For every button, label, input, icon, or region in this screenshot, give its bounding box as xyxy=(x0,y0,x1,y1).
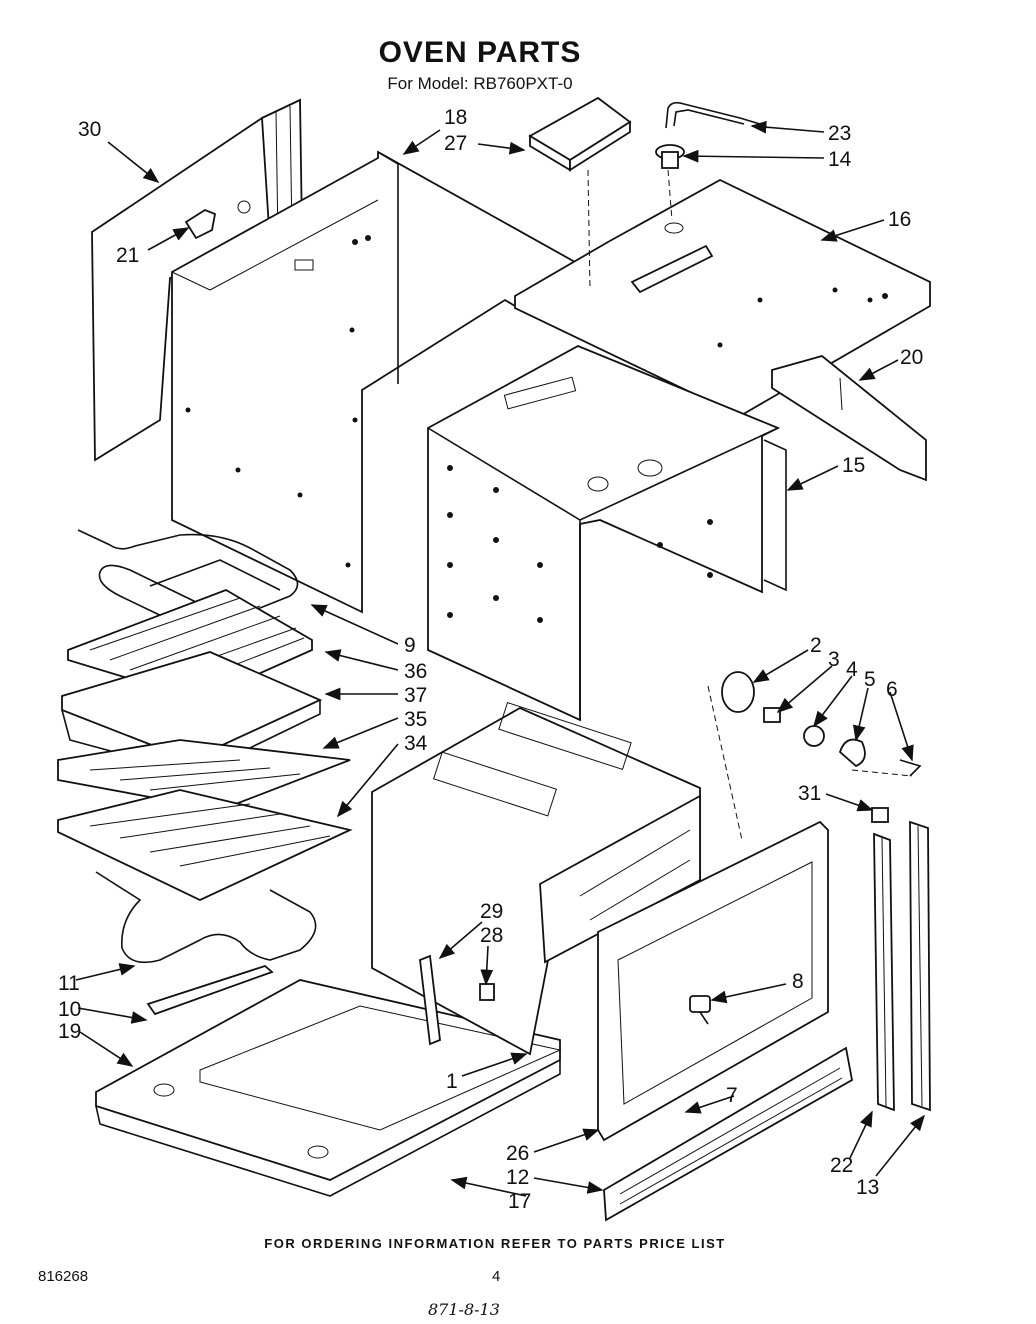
part-34-oven-rack xyxy=(57,789,353,901)
part-8-sensor xyxy=(689,995,711,1025)
callout-9: 9 xyxy=(404,634,416,657)
callout-13: 13 xyxy=(856,1176,879,1199)
callout-37: 37 xyxy=(404,684,427,707)
part-27-junction-box xyxy=(528,96,632,172)
callout-23: 23 xyxy=(828,122,851,145)
part-12-kick-panel xyxy=(603,1046,854,1222)
callout-34: 34 xyxy=(404,732,428,755)
document-number: 816268 xyxy=(38,1268,89,1285)
part-14-grommet xyxy=(655,144,685,169)
model-subtitle: For Model: RB760PXT-0 xyxy=(387,74,573,93)
part-3-light-socket xyxy=(763,707,781,723)
handwritten-note: 871-8-13 xyxy=(428,1300,500,1319)
part-19-oven-bottom xyxy=(95,979,562,1197)
page-number: 4 xyxy=(492,1268,501,1285)
part-23-tube xyxy=(665,101,761,129)
part-4-light-bulb xyxy=(803,725,825,747)
part-20-side-rail xyxy=(771,355,927,482)
part-6-clip xyxy=(899,759,922,777)
callout-1: 1 xyxy=(446,1070,458,1093)
callout-36: 36 xyxy=(404,660,427,683)
callout-30: 30 xyxy=(78,118,101,141)
callout-21: 21 xyxy=(116,244,139,267)
callout-20: 20 xyxy=(900,346,923,369)
callout-8: 8 xyxy=(792,970,804,993)
callout-3: 3 xyxy=(828,648,840,671)
callout-10: 10 xyxy=(58,998,81,1021)
part-29-brace xyxy=(419,954,441,1046)
part-31-connector xyxy=(871,807,889,823)
callout-27: 27 xyxy=(444,132,467,155)
callout-22: 22 xyxy=(830,1154,853,1177)
callout-26: 26 xyxy=(506,1142,529,1165)
part-2-light-lens xyxy=(721,671,755,713)
callout-19: 19 xyxy=(58,1020,81,1043)
callout-18: 18 xyxy=(444,106,467,129)
part-28-clip xyxy=(479,983,495,1001)
callout-35: 35 xyxy=(404,708,427,731)
part-13-side-trim xyxy=(909,820,931,1112)
callout-16: 16 xyxy=(888,208,911,231)
part-10-bracket xyxy=(146,964,274,1016)
part-35-oven-rack xyxy=(57,739,351,811)
callout-4: 4 xyxy=(846,658,858,681)
part-18-outer-wrap xyxy=(171,150,576,614)
callout-11: 11 xyxy=(58,972,80,995)
callout-5: 5 xyxy=(864,668,876,691)
callout-14: 14 xyxy=(828,148,852,171)
ordering-note: FOR ORDERING INFORMATION REFER TO PARTS … xyxy=(264,1236,726,1251)
part-5-light-cover xyxy=(838,738,866,768)
callout-31: 31 xyxy=(798,782,821,805)
page-title: OVEN PARTS xyxy=(378,36,582,69)
callout-6: 6 xyxy=(886,678,898,701)
callout-28: 28 xyxy=(480,924,503,947)
part-22-side-trim xyxy=(873,832,895,1112)
callout-29: 29 xyxy=(480,900,503,923)
callout-12: 12 xyxy=(506,1166,529,1189)
callout-15: 15 xyxy=(842,454,865,477)
callout-17: 17 xyxy=(508,1190,531,1213)
part-11-bake-element xyxy=(95,871,317,964)
part-1-oven-liner xyxy=(371,701,701,1056)
leader-lines xyxy=(75,120,925,1197)
callout-7: 7 xyxy=(726,1084,738,1107)
part-15-oven-box xyxy=(427,345,787,722)
part-9-broil-element xyxy=(77,529,299,621)
callout-2: 2 xyxy=(810,634,822,657)
part-21-clip xyxy=(184,208,217,240)
